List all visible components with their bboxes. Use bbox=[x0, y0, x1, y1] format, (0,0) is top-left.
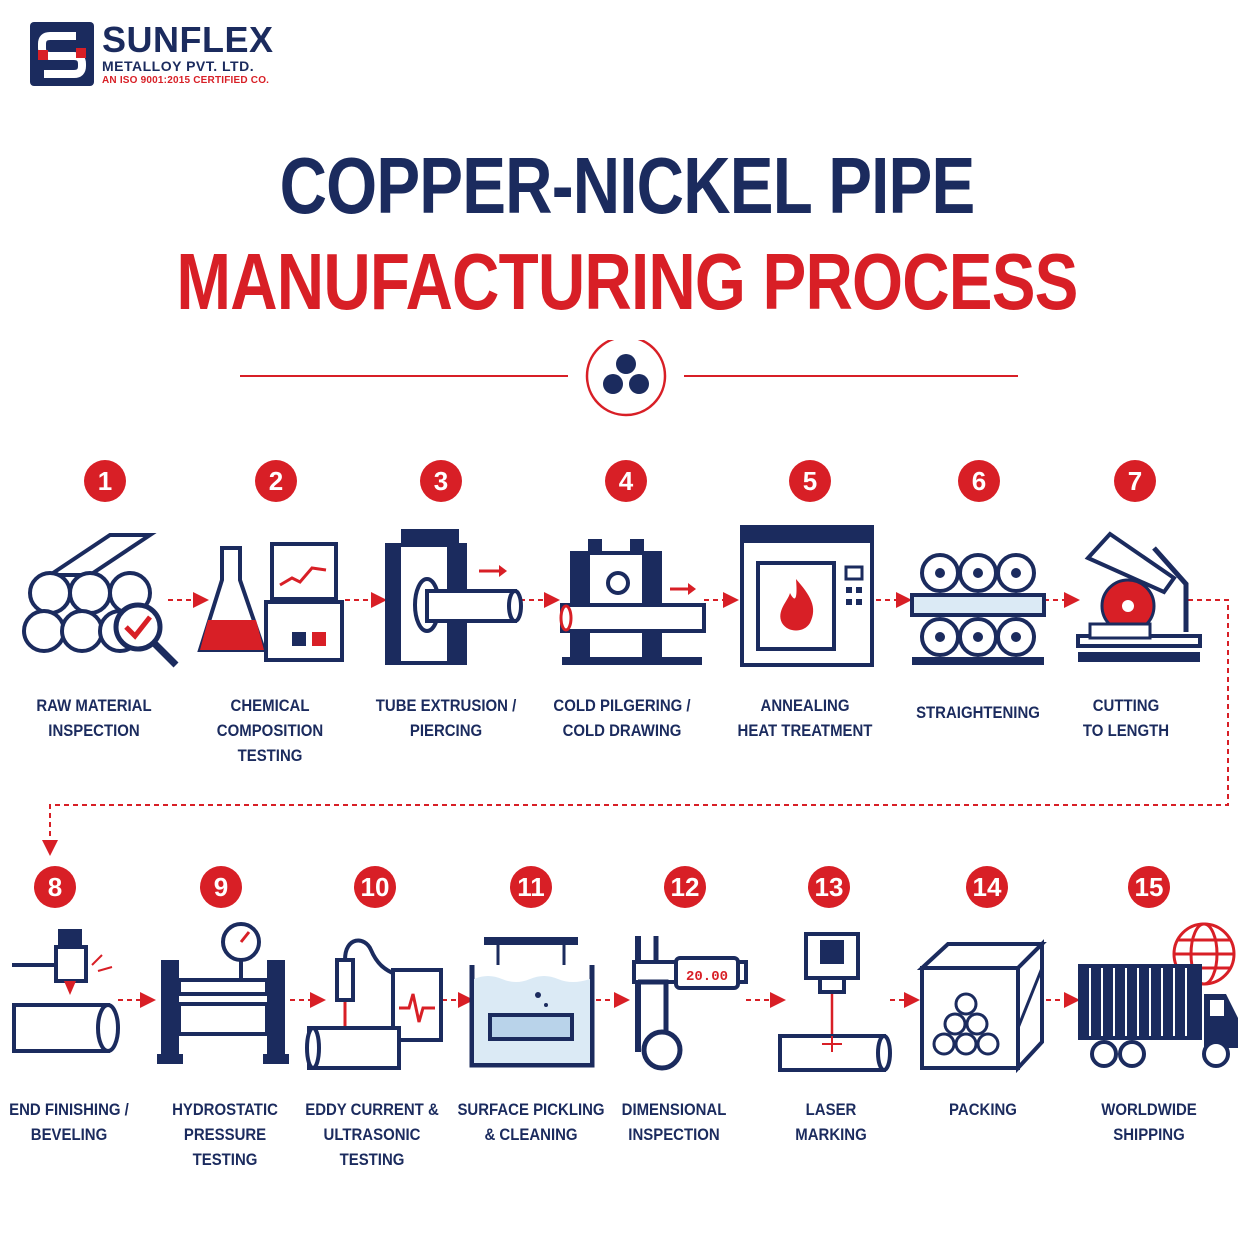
step-11-label: SURFACE PICKLING & CLEANING bbox=[457, 1100, 605, 1144]
divider-ring-icon bbox=[585, 340, 667, 417]
container-truck-icon bbox=[1078, 922, 1238, 1068]
step-2-badge: 2 bbox=[255, 460, 297, 502]
ultrasonic-probe-icon bbox=[305, 938, 443, 1070]
step-1-label: RAW MATERIAL INSPECTION bbox=[36, 696, 152, 740]
sunflex-logo-icon bbox=[30, 22, 94, 86]
wooden-crate-icon bbox=[916, 939, 1047, 1074]
laser-marker-icon bbox=[778, 932, 892, 1072]
step-1-badge: 1 bbox=[84, 460, 126, 502]
company-logo: SUNFLEX METALLOY PVT. LTD. AN ISO 9001:2… bbox=[30, 22, 330, 94]
flask-analyzer-icon bbox=[197, 542, 344, 662]
step-4-label: COLD PILGERING / COLD DRAWING bbox=[553, 696, 691, 740]
iso-certification: AN ISO 9001:2015 CERTIFIED CO. bbox=[102, 75, 270, 86]
step-15-label: WORLDWIDE SHIPPING bbox=[1101, 1100, 1197, 1144]
saw-cutter-icon bbox=[1076, 531, 1202, 662]
caliper-reading: 20.00 bbox=[686, 969, 728, 985]
step-9-badge: 9 bbox=[200, 866, 242, 908]
step-12-label: DIMENSIONAL INSPECTION bbox=[621, 1100, 727, 1144]
brand-subtitle: METALLOY PVT. LTD. bbox=[102, 58, 255, 74]
step-14-label: PACKING bbox=[949, 1100, 1017, 1119]
extrusion-press-icon bbox=[385, 529, 523, 665]
step-15-badge: 15 bbox=[1128, 866, 1170, 908]
pickling-tank-icon bbox=[469, 937, 595, 1068]
step-3-label: TUBE EXTRUSION / PIERCING bbox=[375, 696, 517, 740]
step-12-badge: 12 bbox=[664, 866, 706, 908]
step-11-badge: 11 bbox=[510, 866, 552, 908]
step-8-badge: 8 bbox=[34, 866, 76, 908]
page-title-line1: COPPER-NICKEL PIPE bbox=[279, 141, 976, 230]
step-10-badge: 10 bbox=[354, 866, 396, 908]
pilger-mill-icon bbox=[559, 539, 706, 665]
pressure-gauge-icon bbox=[157, 922, 289, 1064]
pipe-stack-magnifier-icon bbox=[22, 533, 179, 668]
step-9-label: HYDROSTATIC PRESSURE TESTING bbox=[172, 1100, 278, 1169]
step-13-label: LASER MARKING bbox=[795, 1100, 867, 1144]
step-6-badge: 6 bbox=[958, 460, 1000, 502]
straightening-rolls-icon bbox=[910, 553, 1046, 665]
step-13-badge: 13 bbox=[808, 866, 850, 908]
step-4-badge: 4 bbox=[605, 460, 647, 502]
step-6-label: STRAIGHTENING bbox=[916, 703, 1040, 722]
beveling-tool-icon bbox=[12, 929, 120, 1053]
step-3-badge: 3 bbox=[420, 460, 462, 502]
brand-name: SUNFLEX bbox=[102, 19, 274, 60]
caliper-icon: 20.00 bbox=[632, 936, 748, 1071]
step-5-badge: 5 bbox=[789, 460, 831, 502]
step-7-badge: 7 bbox=[1114, 460, 1156, 502]
step-2-label: CHEMICAL COMPOSITION TESTING bbox=[216, 696, 324, 765]
step-14-badge: 14 bbox=[966, 866, 1008, 908]
step-10-label: EDDY CURRENT & ULTRASONIC TESTING bbox=[305, 1100, 439, 1169]
step-5-label: ANNEALING HEAT TREATMENT bbox=[737, 696, 873, 740]
page-title-line2: MANUFACTURING PROCESS bbox=[176, 237, 1078, 326]
furnace-icon bbox=[740, 525, 874, 667]
step-7-label: CUTTING TO LENGTH bbox=[1082, 696, 1170, 740]
step-8-label: END FINISHING / BEVELING bbox=[9, 1100, 129, 1144]
title-divider bbox=[240, 340, 1018, 417]
